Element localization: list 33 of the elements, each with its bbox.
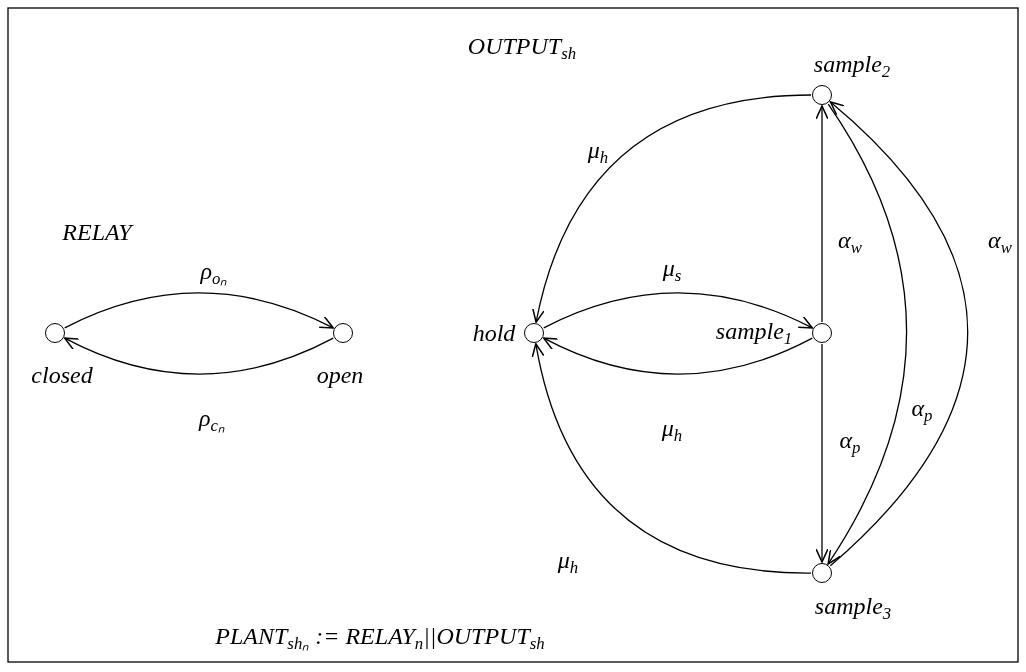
state-label: open bbox=[315, 362, 365, 388]
state-label: sample$_{2}$ bbox=[812, 51, 892, 77]
state-circle bbox=[45, 323, 65, 343]
state-circle bbox=[812, 85, 832, 105]
arrow bbox=[827, 103, 908, 565]
state-circle bbox=[812, 323, 832, 343]
arrow bbox=[543, 292, 813, 329]
arrow bbox=[815, 343, 829, 563]
state-circle bbox=[812, 563, 832, 583]
automaton-name: RELAY bbox=[61, 219, 134, 245]
state-label: hold bbox=[471, 320, 517, 346]
edge-label: α$_{w}$ bbox=[987, 227, 1013, 253]
arrow bbox=[64, 292, 334, 329]
caption: PLANT$_{shₙ}$ := RELAY$_{n}$||OUTPUT$_{sh}$ bbox=[214, 623, 546, 649]
state-label: closed bbox=[30, 362, 94, 388]
arrow bbox=[542, 337, 813, 375]
arrow bbox=[815, 105, 829, 323]
edge-label: ρ$_{cₙ}$ bbox=[197, 405, 226, 431]
arrow bbox=[532, 94, 812, 323]
state-label: sample$_{3}$ bbox=[813, 593, 893, 619]
edge-label: μ$_{h}$ bbox=[586, 137, 610, 163]
edge-label: ρ$_{oₙ}$ bbox=[199, 258, 229, 284]
edge-label: μ$_{h}$ bbox=[556, 547, 580, 573]
edge-label: μ$_{h}$ bbox=[660, 415, 684, 441]
arrow bbox=[829, 101, 969, 567]
edge-label: μ$_{s}$ bbox=[661, 255, 683, 281]
state-circle bbox=[333, 323, 353, 343]
automaton-name: OUTPUT$_{sh}$ bbox=[466, 33, 578, 59]
state-circle bbox=[524, 323, 544, 343]
edge-label: α$_{w}$ bbox=[837, 227, 863, 253]
state-label: sample$_{1}$ bbox=[714, 318, 794, 344]
arrow bbox=[63, 337, 334, 375]
arrow bbox=[532, 343, 812, 574]
